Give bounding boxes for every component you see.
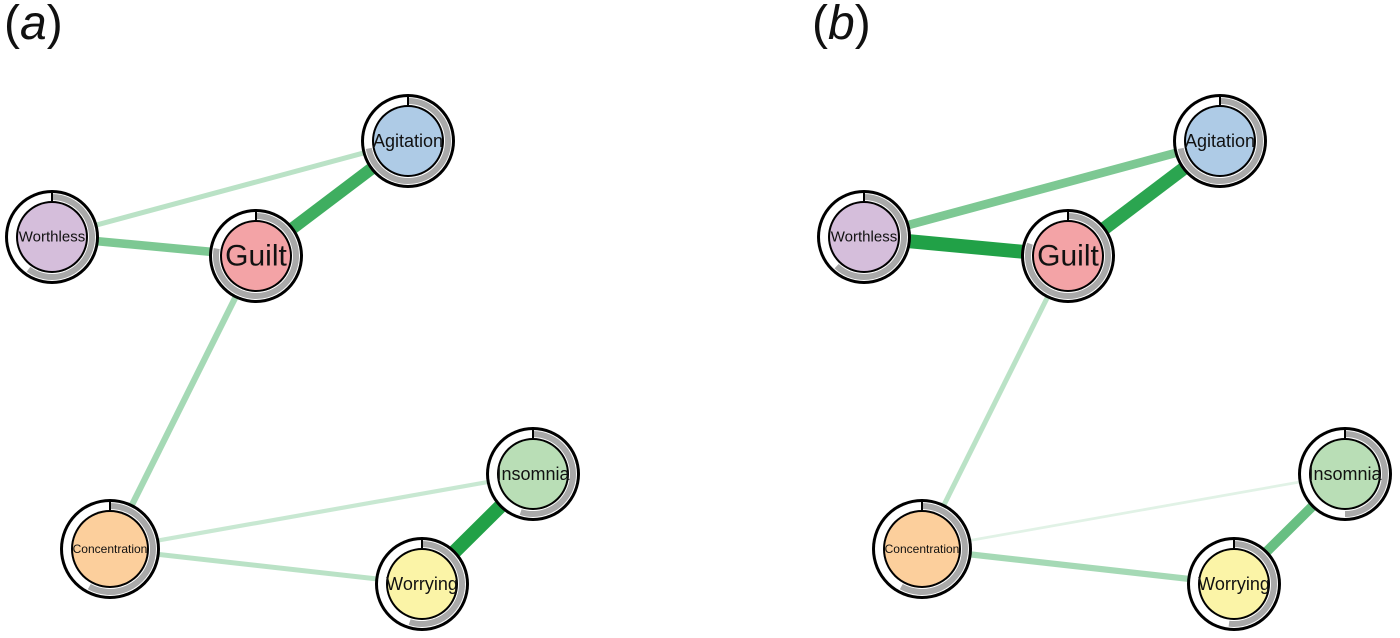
node-fill-worrying [1200, 550, 1268, 618]
node-fill-concentration [73, 512, 147, 586]
node-ring-insomnia [1344, 431, 1388, 517]
node-label-insomnia: Insomnia [1308, 464, 1382, 484]
node-concentration: Concentration [872, 499, 972, 599]
edge-guilt-concentration [919, 254, 1071, 551]
node-fill-worthless [18, 203, 86, 271]
node-fill-worrying [388, 550, 456, 618]
node-fill-worthless [830, 203, 898, 271]
edge-worthless-agitation [862, 136, 1222, 242]
edge-concentration-worrying [921, 545, 1235, 588]
node-label-guilt: Guilt [1037, 240, 1099, 273]
node-ring-agitation [1177, 98, 1263, 184]
node-label-concentration: Concentration [73, 542, 148, 556]
edge-worthless-agitation [51, 138, 409, 240]
node-fill-agitation [1186, 107, 1254, 175]
node-fill-guilt [222, 222, 290, 290]
edge-concentration-worrying [109, 546, 423, 587]
node-label-worthless: Worthless [19, 229, 85, 246]
node-ring-concentration [87, 503, 156, 595]
node-ring-worthless [26, 194, 95, 280]
node-label-guilt: Guilt [225, 240, 287, 273]
node-insomnia: Insomnia [1298, 427, 1392, 521]
node-fill-concentration [885, 512, 959, 586]
node-ring-insomnia [519, 431, 576, 517]
node-insomnia: Insomnia [486, 427, 580, 521]
node-label-insomnia: Insomnia [496, 464, 570, 484]
node-label-concentration: Concentration [885, 542, 960, 556]
panel-label-a: (a) [4, 0, 63, 50]
node-label-worrying: Worrying [1198, 574, 1270, 594]
node-label-agitation: Agitation [1185, 131, 1255, 151]
node-guilt: Guilt [1021, 209, 1115, 303]
node-ring-worrying [408, 541, 465, 627]
node-agitation: Agitation [1173, 94, 1267, 188]
edge-concentration-insomnia [921, 472, 1346, 551]
node-agitation: Agitation [361, 94, 455, 188]
node-ring-worrying [1228, 541, 1277, 627]
panel-label-b: (b) [812, 0, 871, 50]
node-label-agitation: Agitation [373, 131, 443, 151]
node-ring-guilt [1025, 213, 1111, 299]
node-label-worrying: Worrying [386, 574, 458, 594]
node-guilt: Guilt [209, 209, 303, 303]
node-label-worthless: Worthless [831, 229, 897, 246]
node-fill-insomnia [1311, 440, 1379, 508]
node-ring-guilt [213, 213, 299, 299]
node-fill-guilt [1034, 222, 1102, 290]
node-worrying: Worrying [375, 537, 469, 631]
node-worthless: Worthless [817, 190, 911, 284]
edge-guilt-concentration [107, 254, 259, 551]
edge-concentration-insomnia [109, 471, 534, 552]
node-fill-agitation [374, 107, 442, 175]
node-ring-agitation [365, 98, 451, 184]
node-worrying: Worrying [1187, 537, 1281, 631]
node-worthless: Worthless [5, 190, 99, 284]
node-ring-worthless [834, 194, 907, 280]
node-fill-insomnia [499, 440, 567, 508]
node-ring-concentration [899, 503, 968, 595]
node-concentration: Concentration [60, 499, 160, 599]
